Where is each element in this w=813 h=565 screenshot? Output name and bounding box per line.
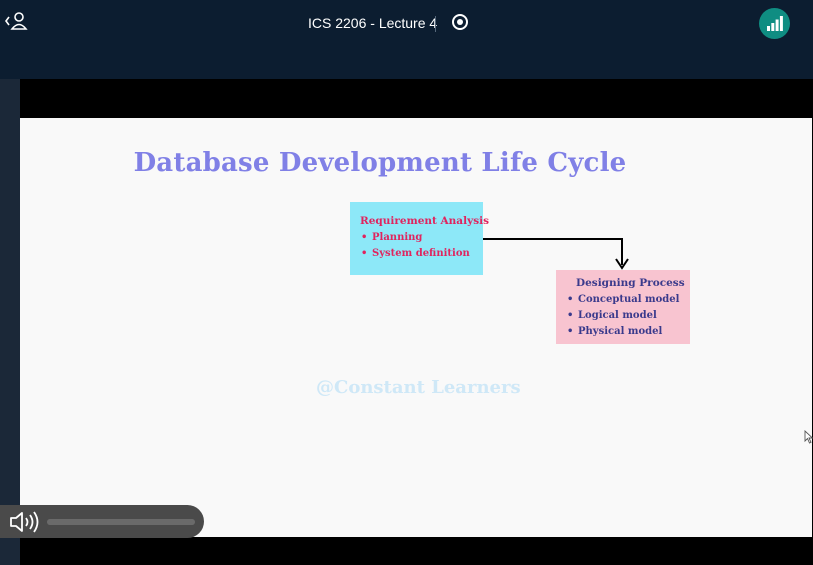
meeting-title: ICS 2206 - Lecture 4 xyxy=(308,15,438,31)
watermark: @Constant Learners xyxy=(316,377,521,398)
volume-slider[interactable] xyxy=(47,519,195,525)
mouse-cursor-icon xyxy=(804,430,813,444)
record-icon[interactable] xyxy=(452,14,468,30)
signal-bars-icon xyxy=(767,16,783,31)
title-divider xyxy=(435,16,436,32)
top-bar: ICS 2206 - Lecture 4 xyxy=(0,0,813,79)
list-item: Planning xyxy=(360,230,483,246)
requirement-analysis-box: Requirement Analysis Planning System def… xyxy=(350,202,489,275)
designing-process-list: Conceptual model Logical model Physical … xyxy=(566,292,690,340)
presentation-slide: Database Development Life Cycle Requirem… xyxy=(20,118,813,537)
volume-control xyxy=(0,505,204,538)
list-item: System definition xyxy=(360,246,483,262)
back-person-icon xyxy=(5,12,28,30)
connection-status-button[interactable] xyxy=(759,8,790,39)
left-side-strip xyxy=(0,79,20,565)
slide-title: Database Development Life Cycle xyxy=(133,148,627,178)
list-item: Conceptual model xyxy=(566,292,690,308)
back-participants-button[interactable] xyxy=(4,10,30,34)
flow-arrow xyxy=(483,238,629,270)
speaker-icon[interactable] xyxy=(9,510,41,534)
designing-process-heading: Designing Process xyxy=(576,277,685,289)
requirement-analysis-list: Planning System definition xyxy=(360,230,483,262)
list-item: Physical model xyxy=(566,324,690,340)
volume-slider-fill xyxy=(47,519,195,525)
list-item: Logical model xyxy=(566,308,690,324)
designing-process-box: Designing Process Conceptual model Logic… xyxy=(556,270,690,344)
requirement-analysis-heading: Requirement Analysis xyxy=(360,215,489,227)
